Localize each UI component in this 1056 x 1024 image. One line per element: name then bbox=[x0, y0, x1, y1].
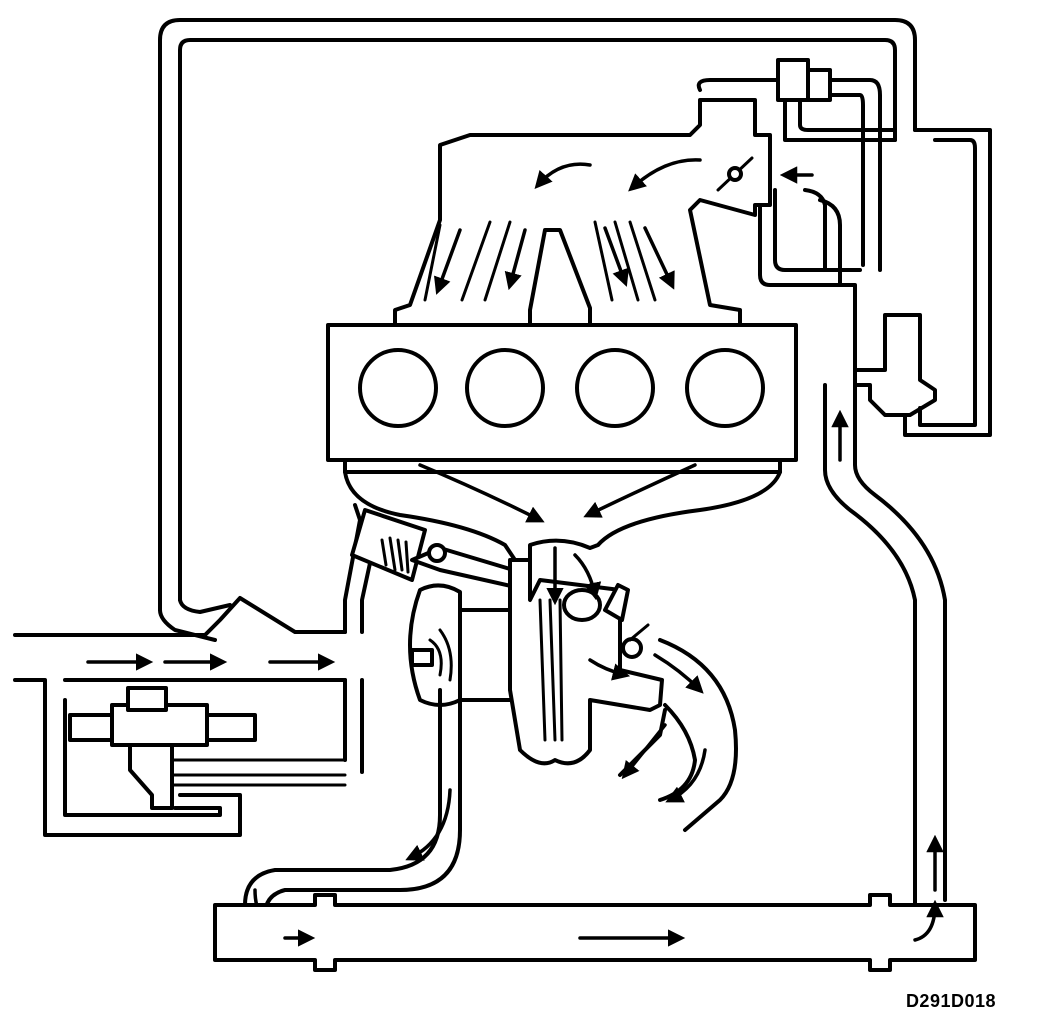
cylinder-2 bbox=[465, 348, 545, 428]
wastegate-actuator bbox=[350, 508, 522, 590]
throttle-valve bbox=[716, 156, 754, 192]
cylinder-3 bbox=[575, 348, 655, 428]
exhaust-manifold bbox=[343, 463, 782, 562]
intake-air-duct bbox=[13, 596, 347, 837]
cylinder-4 bbox=[685, 348, 765, 428]
figure-reference-code: D291D018 bbox=[905, 991, 996, 1011]
pressure-sensor bbox=[853, 128, 992, 437]
bypass-line bbox=[158, 18, 917, 642]
manifold-flow-arrows bbox=[434, 158, 814, 295]
engine-block bbox=[326, 323, 798, 474]
vacuum-switching-valve bbox=[696, 58, 897, 272]
right-charge-pipe bbox=[823, 383, 947, 907]
exhaust-outlet bbox=[618, 638, 738, 832]
compressor-outlet-pipe bbox=[243, 688, 462, 940]
wastegate-line bbox=[343, 503, 377, 774]
charge-air-return-line bbox=[758, 188, 862, 372]
turbocharger bbox=[408, 558, 664, 766]
air-flow-meter bbox=[68, 686, 347, 810]
intake-manifold bbox=[393, 98, 772, 327]
cylinder-1 bbox=[358, 348, 438, 428]
intercooler bbox=[213, 893, 977, 972]
turbo-flow-arrows bbox=[546, 546, 704, 694]
